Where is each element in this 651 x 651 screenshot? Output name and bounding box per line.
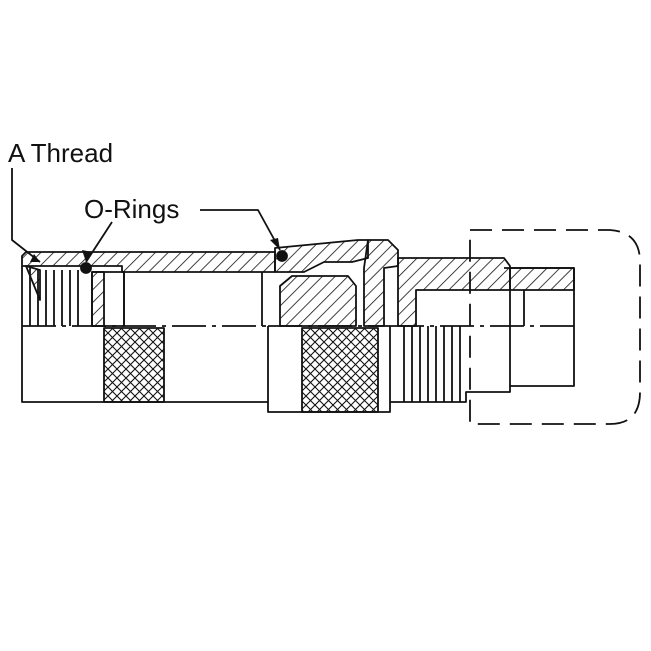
center-knurl (301, 327, 379, 413)
center-collar (267, 239, 391, 413)
left-body (21, 251, 276, 403)
o-ring-leader-left (85, 221, 113, 263)
o-ring-leader-right (200, 209, 281, 251)
right-flutes (403, 326, 461, 402)
o-rings-label: O-Rings (84, 194, 180, 224)
a-thread-leader (11, 168, 41, 263)
right-upper-section (363, 239, 399, 327)
left-knurl (103, 327, 165, 403)
a-thread-label: A Thread (8, 138, 114, 168)
o-ring-left (80, 262, 92, 274)
phantom-outline (469, 229, 641, 425)
leader-lines (11, 168, 281, 263)
left-inner-valve (91, 271, 263, 327)
a-thread-teeth (25, 265, 79, 326)
left-body-outline (21, 266, 268, 403)
left-sleeve-section (21, 251, 276, 273)
collar-top-section (274, 239, 369, 273)
o-ring-center (276, 250, 288, 262)
right-body (363, 239, 575, 403)
